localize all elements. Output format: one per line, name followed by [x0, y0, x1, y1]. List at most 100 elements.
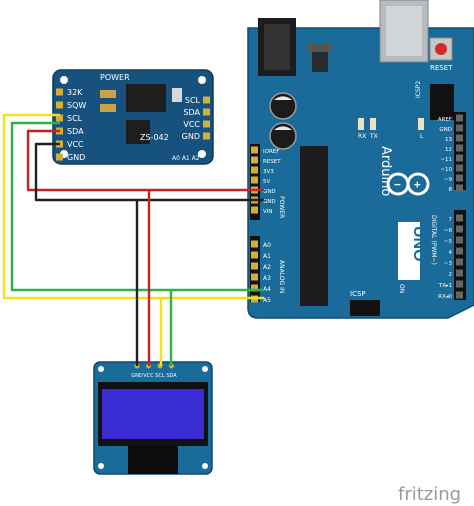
- oled-ribbon: [128, 446, 178, 474]
- digital-bottom-pin: [456, 280, 463, 288]
- digital-top-pin: [456, 134, 463, 142]
- l-label: L: [420, 133, 424, 140]
- rtc-right-label: SCL: [185, 96, 201, 105]
- power-pin: [251, 156, 258, 164]
- eeprom-chip: [126, 120, 150, 144]
- digital-top-pin: [456, 164, 463, 172]
- digital-top-label: GND: [439, 127, 452, 133]
- analog-pin: [251, 251, 258, 259]
- rtc-right-label: SDA: [183, 108, 200, 117]
- rtc-right-pin: [203, 96, 210, 104]
- rtc-right-label: VCC: [183, 120, 200, 129]
- rtc-right-pin: [203, 132, 210, 140]
- rtc-left-pin: [56, 153, 63, 161]
- rtc-power-label: POWER: [100, 73, 130, 82]
- power-label: 3V3: [263, 169, 274, 175]
- icsp2-header: [430, 84, 454, 120]
- rtc-module: POWER ZS-042 A0 A1 A2 32KSQWSCLSDAVCCGND…: [52, 69, 214, 165]
- rtc-left-label: SCL: [67, 114, 83, 123]
- digital-top-pin: [456, 184, 463, 192]
- analog-pin: [251, 240, 258, 248]
- digital-bottom-label: 2: [449, 272, 453, 278]
- digital-top-pin: [456, 154, 463, 162]
- analog-label: A2: [263, 264, 271, 271]
- rtc-right-pin: [203, 108, 210, 116]
- power-pin: [251, 176, 258, 184]
- power-label: 5V: [263, 179, 270, 185]
- digital-top-pin: [456, 144, 463, 152]
- rtc-left-label: GND: [67, 153, 85, 162]
- ds3231-chip: [126, 84, 166, 112]
- oled-pin-label: SCL: [155, 373, 165, 379]
- analog-section-label: ANALOG IN: [278, 260, 285, 293]
- digital-bottom-label: 4: [449, 250, 453, 256]
- power-pin: [251, 166, 258, 174]
- icsp-header: [350, 300, 380, 316]
- rtc-left-pin: [56, 88, 63, 96]
- power-label: GND: [263, 199, 276, 205]
- digital-bottom-label: ~3: [444, 261, 453, 267]
- rtc-left-label: 32K: [67, 88, 83, 97]
- digital-bottom-pin: [456, 214, 463, 222]
- digital-bottom-pin: [456, 269, 463, 277]
- rtc-left-pin: [56, 114, 63, 122]
- rtc-left-label: SDA: [67, 127, 84, 136]
- tx-label: TX: [369, 133, 378, 140]
- analog-label: A3: [263, 275, 271, 282]
- analog-pin: [251, 273, 258, 281]
- digital-top-pin: [456, 114, 463, 122]
- rtc-addr-label: A0 A1 A2: [172, 155, 200, 162]
- power-label: VIN: [263, 209, 273, 215]
- digital-top-label: 12: [445, 147, 452, 153]
- digital-top-label: 8: [449, 187, 453, 193]
- digital-top-label: AREF: [438, 117, 452, 123]
- digital-top-label: ~9: [444, 177, 453, 183]
- power-pin: [251, 206, 258, 214]
- uno-label: UNO: [410, 226, 427, 262]
- atmega-chip: [300, 146, 328, 306]
- analog-label: A0: [263, 242, 271, 249]
- power-label: IOREF: [263, 149, 279, 155]
- digital-top-pin: [456, 174, 463, 182]
- arduino-uno-board: RESET ICSP2 RX TX L − + Arduino UNO ICSP: [247, 0, 474, 319]
- digital-bottom-label: RX◂0: [438, 294, 452, 300]
- digital-top-pin: [456, 124, 463, 132]
- wire-rtc-vcc: [26, 129, 264, 192]
- oled-screen: [102, 389, 204, 439]
- reset-label: RESET: [430, 64, 453, 72]
- analog-pin: [251, 284, 258, 292]
- power-label: RESET: [263, 159, 281, 165]
- digital-bottom-label: TX▸1: [438, 283, 452, 289]
- on-label: ON: [398, 284, 405, 293]
- analog-pin: [251, 262, 258, 270]
- icsp-label: ICSP: [350, 290, 366, 298]
- rx-label: RX: [358, 133, 366, 140]
- digital-bottom-pin: [456, 225, 463, 233]
- digital-section-label: DIGITAL (PWM~): [430, 215, 437, 265]
- digital-bottom-pin: [456, 291, 463, 299]
- digital-bottom-pin: [456, 247, 463, 255]
- oled-pin-label: SDA: [166, 373, 177, 379]
- oled-pin-label: VCC: [143, 373, 154, 379]
- analog-label: A4: [263, 286, 271, 293]
- digital-bottom-pin: [456, 236, 463, 244]
- digital-bottom-label: 7: [449, 217, 453, 223]
- power-section-label: POWER: [278, 196, 285, 218]
- arduino-brand: Arduino: [378, 146, 393, 196]
- digital-bottom-pin: [456, 258, 463, 266]
- digital-bottom-label: ~6: [444, 228, 453, 234]
- digital-top-label: ~10: [440, 167, 452, 173]
- icsp2-label: ICSP2: [415, 81, 422, 98]
- rtc-right-pin: [203, 120, 210, 128]
- wires: [2, 113, 264, 366]
- analog-label: A5: [263, 297, 271, 304]
- digital-top-label: 13: [445, 137, 452, 143]
- power-label: GND: [263, 189, 276, 195]
- digital-top-label: ~11: [440, 157, 452, 163]
- analog-label: A1: [263, 253, 271, 260]
